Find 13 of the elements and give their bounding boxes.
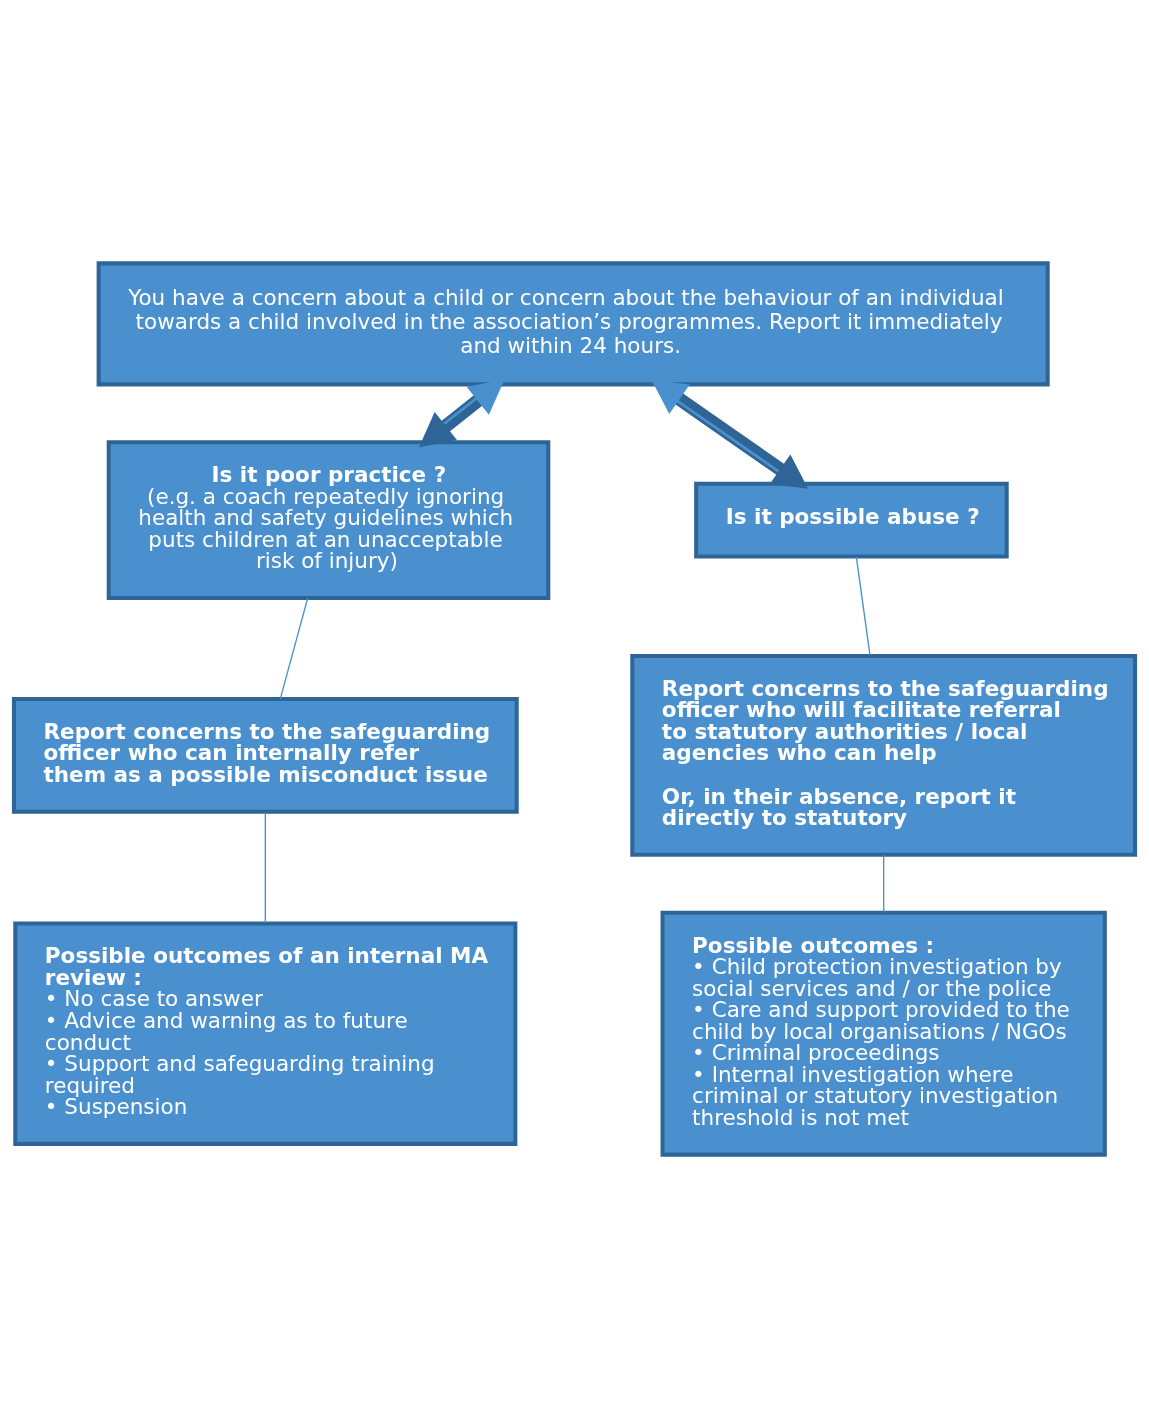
node-box: Possible outcomes of an internal MA review : • No case to answer • Advice and warning as to future conduct • Support and safeguarding training required • Suspension bbox=[13, 920, 518, 1146]
connector bbox=[279, 597, 309, 699]
connector bbox=[855, 555, 871, 656]
connector bbox=[264, 811, 266, 924]
node-box: Report concerns to the safeguarding officer who can internally refer them as a possible misconduct issue bbox=[11, 696, 519, 814]
node-box: Is it possible abuse ? bbox=[694, 481, 1009, 558]
node-box: Possible outcomes : • Child protection investigation by social services and / or the police • Care and support provided to the child by local organisations / NGOs • Criminal proceedings • Internal investigation where criminal or statutory investigation threshold is not met bbox=[660, 910, 1107, 1157]
node-box: You have a concern about a child or concern about the behaviour of an individual towards a child involved in the association’s programmes. Report it immediately and within 24 hours. bbox=[96, 260, 1050, 386]
arrow bbox=[651, 379, 809, 489]
connector bbox=[883, 853, 885, 913]
node-box: Is it poor practice ? (e.g. a coach repeatedly ignoring health and safety guidelines which puts children at an unacceptable risk of injury) bbox=[106, 439, 551, 600]
node-box: Report concerns to the safeguarding officer who will facilitate referral to statutory authorities / local agencies who can help Or, in their absence, report it directly to statutory bbox=[630, 653, 1138, 857]
arrow bbox=[418, 379, 505, 447]
